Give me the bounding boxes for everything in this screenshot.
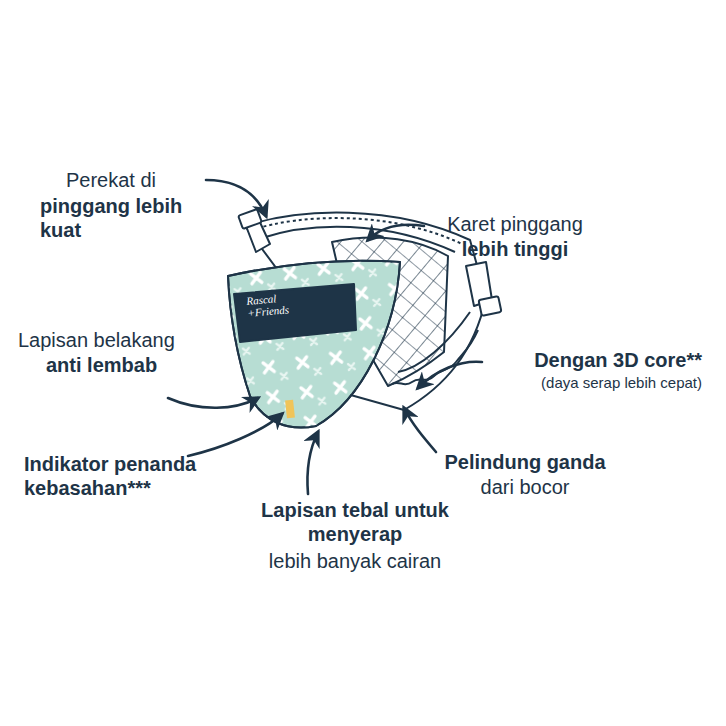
callout-text: Lapisan belakang <box>18 328 243 352</box>
callout-note: (daya serap lebih cepat) <box>470 374 702 392</box>
callout-text: lebih banyak cairan <box>225 549 485 573</box>
callout-heading: Indikator penanda kebasahan*** <box>24 452 264 501</box>
callout-heading: anti lembab <box>46 353 206 377</box>
leader-arrows <box>168 180 482 494</box>
callout-heading: Dengan 3D core** <box>470 348 702 372</box>
callout-heading: Lapisan tebal untuk menyerap <box>240 498 470 547</box>
callout-heading: pinggang lebih kuat <box>40 194 218 243</box>
callout-heading: Pelindung ganda <box>420 450 630 474</box>
callout-heading: lebih tinggi <box>420 237 610 261</box>
wetness-indicator <box>285 400 295 419</box>
callout-text: Perekat di <box>66 168 226 192</box>
callout-text: Karet pinggang <box>420 212 610 236</box>
diaper-front <box>228 261 400 428</box>
callout-text: dari bocor <box>420 475 630 499</box>
